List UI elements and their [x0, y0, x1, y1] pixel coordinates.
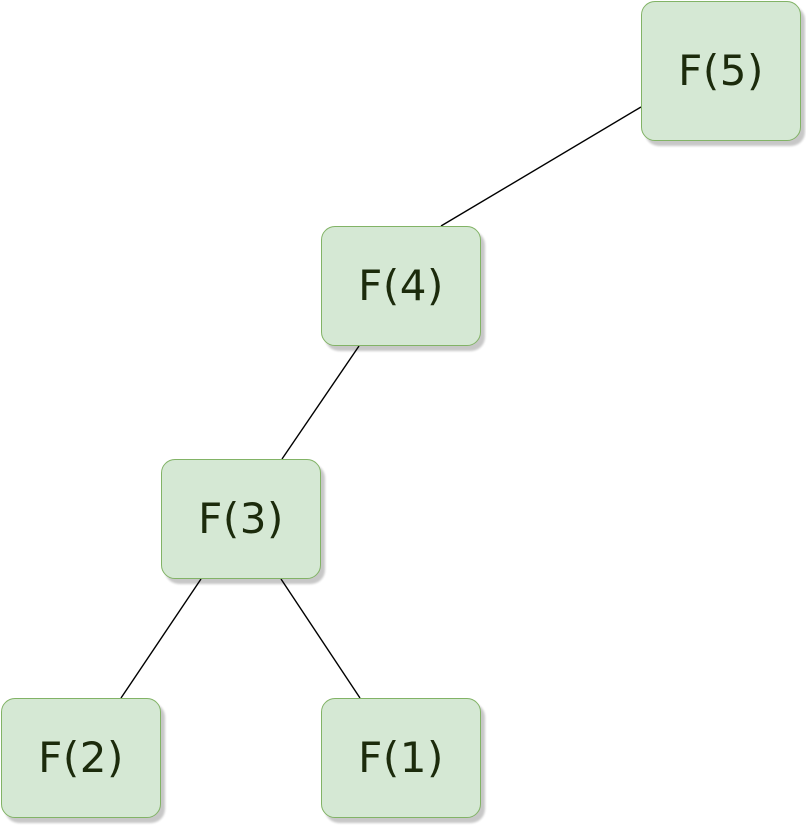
node-f4[interactable]: F(4)	[321, 226, 481, 346]
node-f3[interactable]: F(3)	[161, 459, 321, 579]
edge-f4-f3	[281, 345, 360, 460]
node-f4-label: F(4)	[358, 261, 444, 310]
node-f5-label: F(5)	[678, 46, 764, 95]
node-f2[interactable]: F(2)	[1, 698, 161, 818]
node-f3-label: F(3)	[198, 494, 284, 543]
edge-f5-f4	[440, 106, 642, 227]
node-f1-label: F(1)	[358, 733, 444, 782]
node-f2-label: F(2)	[38, 733, 124, 782]
node-f5[interactable]: F(5)	[641, 1, 801, 141]
edge-f3-f2	[120, 578, 202, 699]
node-f1[interactable]: F(1)	[321, 698, 481, 818]
edge-f3-f1	[280, 578, 361, 699]
